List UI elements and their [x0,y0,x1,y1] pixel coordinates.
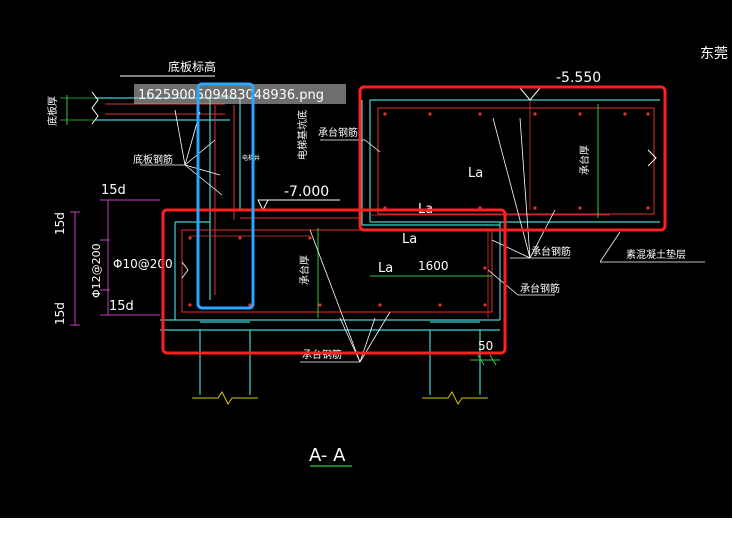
upper-cap [361,87,660,225]
label-floor-elevation: 底板标高 [168,59,216,74]
label-la-1: La [468,166,483,181]
pile-break-marks [192,391,488,405]
label-la-4: La [378,261,393,276]
piles [199,321,481,395]
lower-cap [160,221,501,331]
label-cap-rebar-right: 承台钢筋 [531,245,571,258]
label-small-mark: 电梯井 [242,154,260,162]
elevation-marker-lower [257,199,340,212]
cad-background [0,0,732,518]
label-1600: 1600 [418,259,449,273]
label-floor-rebar: 底板钢筋 [133,153,173,166]
image-tooltip-text: 1625900509483048936.png [138,88,324,103]
label-15d-left-bottom: 15d [53,302,67,325]
label-cap-rebar-top: 承台钢筋 [318,126,358,139]
image-tooltip: 1625900509483048936.png [134,84,346,104]
label-50: 50 [478,339,493,353]
label-elevation-upper: -5.550 [556,70,601,86]
label-plain-concrete: 素混凝土垫层 [626,248,686,261]
label-phi12: Φ12@200 [90,243,103,298]
highlight-lower-cap [161,208,507,355]
label-cap-thickness-lower: 承台厚 [298,255,311,285]
corner-text: 东莞 [700,46,728,62]
label-elevation-lower: -7.000 [284,184,329,200]
highlight-upper-cap [358,85,667,232]
label-15d-top: 15d [101,183,126,198]
label-elevator-pit: 电梯基坑底 [296,110,309,160]
label-floor-thickness: 底板厚 [46,96,59,126]
label-phi10: Φ10@200 [113,257,173,271]
label-15d-bottom: 15d [109,299,134,314]
dimension-50 [470,354,500,366]
label-la-3: La [402,232,417,247]
label-cap-thickness-upper: 承台厚 [578,145,591,175]
section-title: A- A [309,445,346,466]
bottom-strip [0,518,732,536]
label-15d-left-top: 15d [53,212,67,235]
label-cap-rebar-mid: 承台钢筋 [520,282,560,295]
dimension-magenta [70,199,160,326]
highlight-pit-wall [196,82,255,310]
